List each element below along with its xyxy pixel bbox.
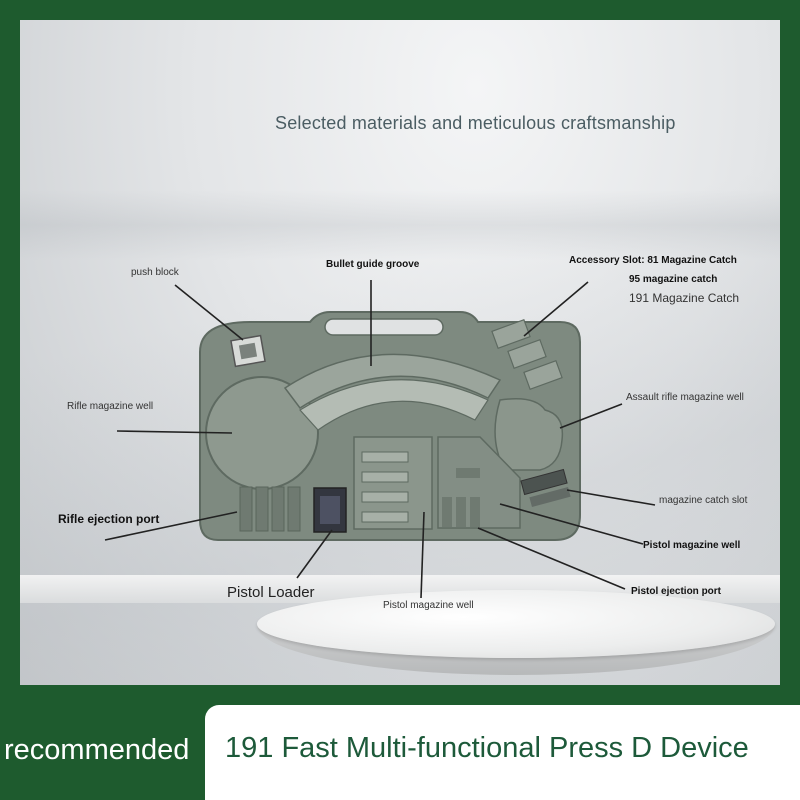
page-heading: Selected materials and meticulous crafts…	[275, 113, 676, 133]
label-pistol-loader: Pistol Loader	[227, 584, 315, 601]
banner-prefix-area: recommended	[0, 720, 205, 800]
label-bullet-guide-groove: Bullet guide groove	[326, 259, 420, 270]
leader-pistol-magazine-well	[499, 503, 644, 545]
label-95-magazine-catch: 95 magazine catch	[629, 274, 718, 285]
label-push-block: push block	[131, 267, 179, 278]
label-magazine-catch-slot: magazine catch slot	[659, 495, 748, 506]
leader-rifle-ejection-port	[104, 511, 238, 541]
product-title-banner: 191 Fast Multi-functional Press D Device	[205, 705, 800, 800]
label-pistol-magazine-well-bottom: Pistol magazine well	[383, 600, 474, 611]
device-body	[199, 311, 581, 541]
leader-rifle-magazine-well	[116, 430, 233, 434]
label-191-magazine-catch: 191 Magazine Catch	[629, 291, 740, 305]
leader-push-block	[174, 284, 244, 341]
leader-assault-rifle-well	[559, 403, 623, 429]
leader-lines	[104, 280, 656, 599]
leader-accessory-slot	[523, 281, 589, 337]
label-rifle-ejection-port: Rifle ejection port	[58, 512, 160, 526]
background-shadow	[20, 190, 780, 260]
product-photo	[20, 20, 780, 685]
label-accessory-slot: Accessory Slot: 81 Magazine Catch	[569, 255, 737, 266]
label-pistol-ejection-port: Pistol ejection port	[631, 586, 722, 597]
label-assault-rifle-magazine-well: Assault rifle magazine well	[626, 392, 744, 403]
leader-pistol-magazine-well-bottom	[420, 511, 425, 599]
label-pistol-magazine-well: Pistol magazine well	[643, 540, 741, 551]
product-title: 191 Fast Multi-functional Press D Device	[225, 732, 749, 764]
display-pedestal	[257, 590, 775, 658]
leader-pistol-ejection-port	[477, 527, 626, 590]
leader-magazine-catch-slot	[566, 489, 656, 506]
banner-prefix: recommended	[4, 734, 190, 766]
leader-pistol-loader	[296, 529, 333, 579]
label-rifle-magazine-well: Rifle magazine well	[67, 401, 154, 412]
